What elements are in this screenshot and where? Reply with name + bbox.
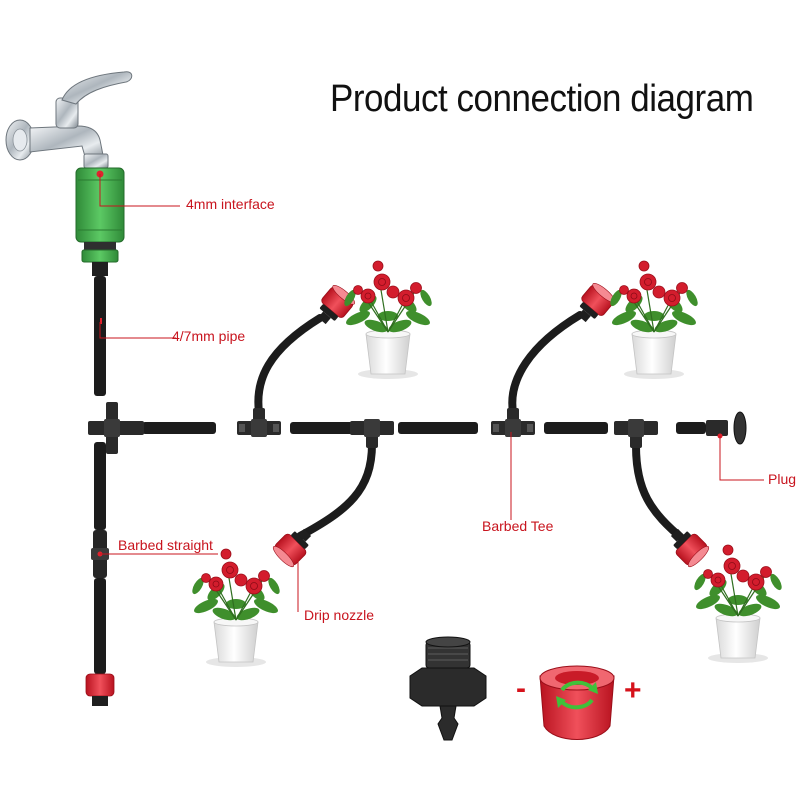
- faucet: [5, 71, 133, 169]
- red-adjustable-cap: [539, 665, 615, 740]
- plus-sign: +: [624, 674, 642, 707]
- page-title: Product connection diagram: [330, 78, 754, 120]
- label-drip-nozzle: Drip nozzle: [304, 607, 375, 623]
- label-barbed-straight: Barbed straight: [118, 537, 213, 553]
- minus-sign: -: [516, 672, 526, 705]
- pipe-network: [94, 276, 706, 674]
- callout-lines: [99, 174, 764, 612]
- label-barbed-tee: Barbed Tee: [482, 518, 554, 534]
- feeder-tubes: [254, 311, 688, 544]
- label-pipe: 4/7mm pipe: [172, 328, 246, 344]
- label-plug: Plug: [768, 471, 797, 487]
- plug-connector: [706, 411, 747, 445]
- tee-connectors: [88, 402, 658, 454]
- label-4mm-interface: 4mm interface: [186, 196, 275, 212]
- potted-plants: [189, 260, 785, 668]
- nozzle-detail: [409, 636, 487, 741]
- end-nozzle: [85, 673, 115, 706]
